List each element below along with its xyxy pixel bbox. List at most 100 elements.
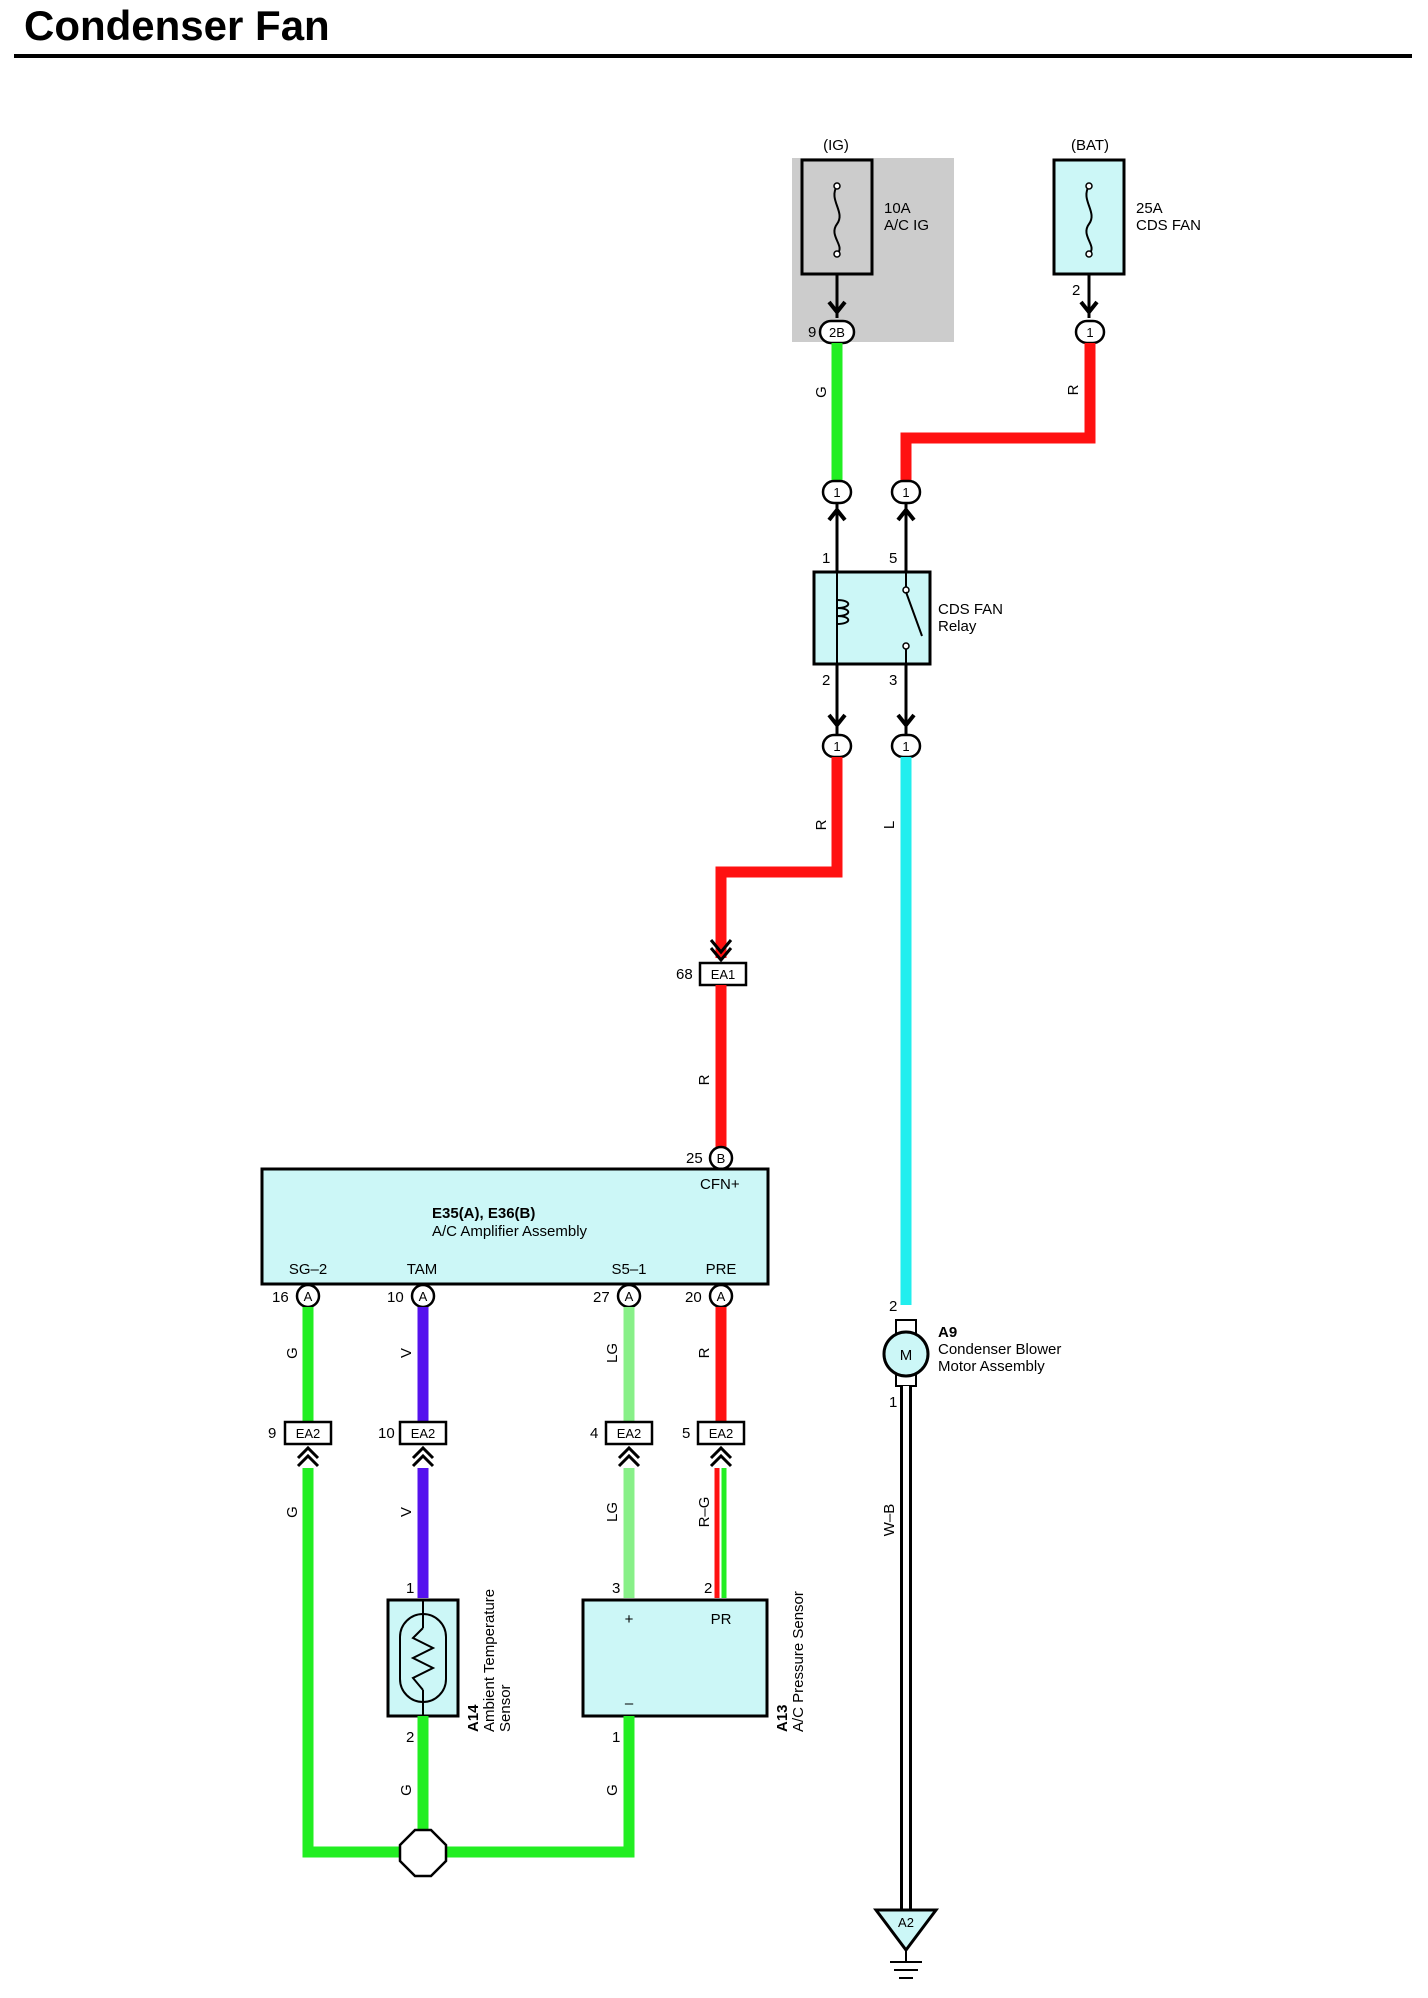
amp-conn-a4: A: [717, 1289, 726, 1304]
a13-pin-2: 2: [704, 1580, 712, 1597]
wire-a13-g-label: G: [604, 1784, 621, 1796]
a13-pr: PR: [711, 1611, 732, 1628]
wire-a14-g-label: G: [398, 1784, 415, 1796]
wire-motor-wb: W–B: [881, 1386, 912, 1912]
ea2-label-3: EA2: [617, 1426, 642, 1441]
connector-ea1: 68 EA1: [676, 939, 748, 987]
sensor-a14: 1 2 A14 Ambient Temperature Sensor: [386, 1580, 514, 1746]
amp-conn-a2: A: [419, 1289, 428, 1304]
fuse-bat-name: CDS FAN: [1136, 217, 1201, 234]
amp-cfn-pin: 25: [686, 1150, 703, 1167]
amp-cfn-label: CFN+: [700, 1176, 740, 1193]
a9-name-1: Condenser Blower: [938, 1341, 1061, 1358]
relay-upper-connectors: 1 1 1 5: [821, 479, 922, 572]
motor-a9: 2 M A9 Condenser Blower Motor Assembly 1: [882, 1298, 1061, 1411]
ea2-pin-5: 5: [682, 1425, 690, 1442]
relay-name-2: Relay: [938, 618, 977, 635]
fuse-bat-symbol-icon: [1085, 185, 1093, 255]
fuse-ig-rating: 10A: [884, 200, 911, 217]
wires-ea2-to-sensors: G V LG R–G: [284, 1468, 727, 1858]
a13-name: A/C Pressure Sensor: [790, 1591, 807, 1732]
page-title: Condenser Fan: [24, 2, 330, 49]
wire-v-lower-label: V: [398, 1507, 415, 1517]
wire-lg-lower-label: LG: [604, 1502, 621, 1522]
ea1-pin: 68: [676, 966, 693, 983]
amp-term-pre: PRE: [706, 1261, 737, 1278]
wire-rg-lower-label: R–G: [696, 1497, 713, 1528]
wires-sensor-ground: G G: [398, 1716, 635, 1878]
amp-term-s51: S5–1: [611, 1261, 646, 1278]
wire-ea1-r: R: [696, 985, 727, 1147]
a13-plus: +: [625, 1611, 634, 1628]
ea2-pin-9: 9: [268, 1425, 276, 1442]
fuse-ig-connector: 2B: [829, 325, 845, 340]
relay-pin-1: 1: [822, 550, 830, 567]
wire-relay2-r: R: [715, 757, 843, 958]
wire-relay3-l: L: [881, 757, 912, 1305]
amplifier-assembly: 25 B CFN+ E35(A), E36(B) A/C Amplifier A…: [260, 1145, 770, 1286]
amp-term-tam: TAM: [407, 1261, 438, 1278]
relay-cds-fan: CDS FAN Relay: [812, 570, 1003, 666]
a9-motor: M: [900, 1347, 913, 1364]
splice-point-icon: [398, 1828, 448, 1878]
amp-conn-a3: A: [625, 1289, 634, 1304]
a9-pin-2: 2: [889, 1298, 897, 1315]
relay-name-1: CDS FAN: [938, 601, 1003, 618]
sensor-a13: 3 2 + PR – 1 A13 A/C Pressure Sensor: [581, 1580, 807, 1746]
a13-minus: –: [625, 1695, 634, 1712]
amp-pin-27: 27: [593, 1289, 610, 1306]
wire-relay3-l-label: L: [881, 821, 898, 829]
ea2-label-4: EA2: [709, 1426, 734, 1441]
a13-code: A13: [774, 1704, 791, 1732]
title-rule: [14, 54, 1412, 58]
fuse-bat-rating: 25A: [1136, 200, 1163, 217]
a14-name-1: Ambient Temperature: [481, 1589, 498, 1732]
motor-icon: [882, 1330, 930, 1378]
relay-conn-5: 1: [902, 485, 909, 500]
a13-pin-1: 1: [612, 1729, 620, 1746]
amp-pin-20: 20: [685, 1289, 702, 1306]
wire-motor-wb-label: W–B: [881, 1504, 898, 1537]
wire-pre-label: R: [696, 1347, 713, 1358]
amp-conn-a1: A: [304, 1289, 313, 1304]
amp-cfn-conn: B: [717, 1151, 726, 1166]
fuse-bat: (BAT) 25A CDS FAN 2 1: [1052, 137, 1201, 345]
a14-code: A14: [465, 1704, 482, 1732]
fuse-ig-symbol-icon: [833, 185, 841, 255]
fuse-ig-header: (IG): [823, 137, 849, 154]
ground-label: A2: [898, 1915, 914, 1930]
amp-bottom-pins: 16 A 10 A 27 A 20 A: [272, 1283, 734, 1309]
wire-ig-g: G: [813, 343, 843, 480]
wire-sg2-label: G: [284, 1347, 301, 1359]
wire-g-lower-label: G: [284, 1506, 301, 1518]
amplifier-body: [260, 1167, 770, 1286]
ea2-label-1: EA2: [296, 1426, 321, 1441]
relay-pin-5: 5: [889, 550, 897, 567]
a14-name-2: Sensor: [497, 1684, 514, 1732]
amp-term-sg2: SG–2: [289, 1261, 327, 1278]
wire-ig-g-label: G: [813, 386, 830, 398]
a14-pin-2: 2: [406, 1729, 414, 1746]
amp-title: E35(A), E36(B): [432, 1205, 535, 1222]
relay-pin-2: 2: [822, 672, 830, 689]
relay-body: [812, 570, 932, 666]
relay-conn-2: 1: [833, 739, 840, 754]
wire-tam-label: V: [398, 1348, 415, 1358]
connectors-ea2: 9 EA2 10 EA2 4 EA2 5 EA2: [268, 1420, 746, 1468]
wire-bat-r: R: [900, 343, 1096, 480]
relay-lower-connectors: 2 3 1 1: [821, 664, 922, 759]
wires-amp-to-ea2: G V LG R: [284, 1307, 727, 1422]
a9-pin-1: 1: [889, 1394, 897, 1411]
relay-conn-3: 1: [902, 739, 909, 754]
relay-conn-1: 1: [833, 485, 840, 500]
fuse-ig-pin: 9: [808, 324, 816, 341]
fuse-ig: (IG) 10A A/C IG 9 2B: [792, 137, 954, 345]
a9-name-2: Motor Assembly: [938, 1358, 1045, 1375]
ground-a2: A2: [873, 1908, 939, 1979]
ea2-label-2: EA2: [411, 1426, 436, 1441]
a9-code: A9: [938, 1324, 957, 1341]
fuse-bat-connector: 1: [1086, 325, 1093, 340]
amp-subtitle: A/C Amplifier Assembly: [432, 1223, 588, 1240]
wire-bat-r-label: R: [1065, 384, 1082, 395]
